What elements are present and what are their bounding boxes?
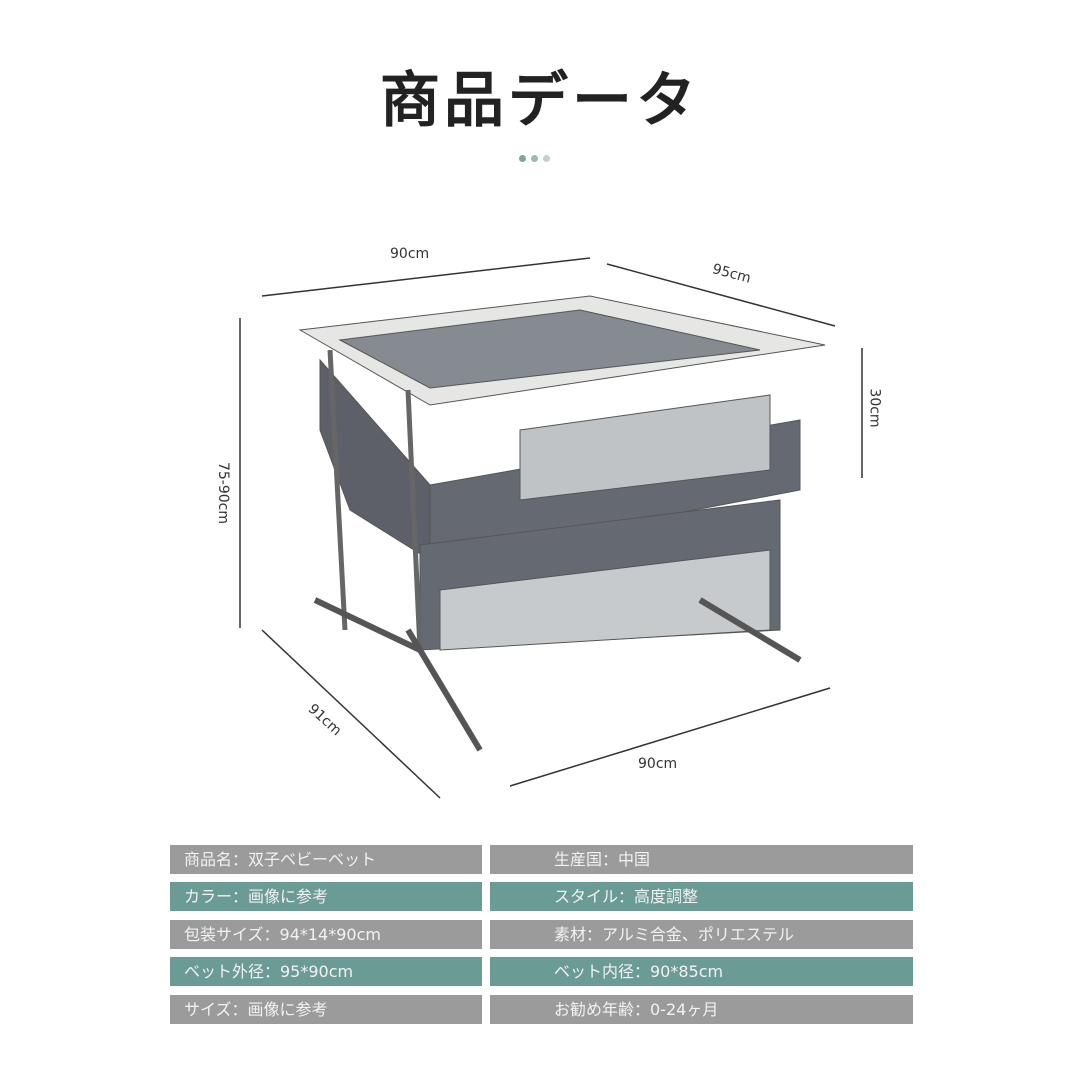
decorative-dots: [519, 155, 550, 162]
spec-cell: カラー：画像に参考: [170, 882, 482, 911]
spec-cell: ベット外径：95*90cm: [170, 957, 482, 986]
spec-cell: サイズ：画像に参考: [170, 995, 482, 1024]
dimension-lines: [239, 257, 863, 799]
spec-cell: 包装サイズ：94*14*90cm: [170, 920, 482, 949]
dim-side-height: 30cm: [866, 388, 883, 428]
spec-cell: お勧め年齢：0-24ヶ月: [490, 995, 913, 1024]
dot: [531, 155, 538, 162]
dim-top-width: 90cm: [390, 246, 430, 262]
page-title: 商品データ: [380, 66, 700, 136]
spec-cell: 素材：アルミ合金、ポリエステル: [490, 920, 913, 949]
dim-bottom-width: 90cm: [638, 756, 678, 772]
dot: [519, 155, 526, 162]
spec-cell: ベット内径：90*85cm: [490, 957, 913, 986]
dot: [543, 155, 550, 162]
dim-total-height: 75-90cm: [215, 461, 232, 525]
crib: [298, 295, 826, 752]
spec-cell: 商品名：双子ベビーベット: [170, 845, 482, 874]
spec-cell: スタイル：高度調整: [490, 882, 913, 911]
crib-illustration: [239, 257, 863, 799]
spec-cell: 生産国：中国: [490, 845, 913, 874]
